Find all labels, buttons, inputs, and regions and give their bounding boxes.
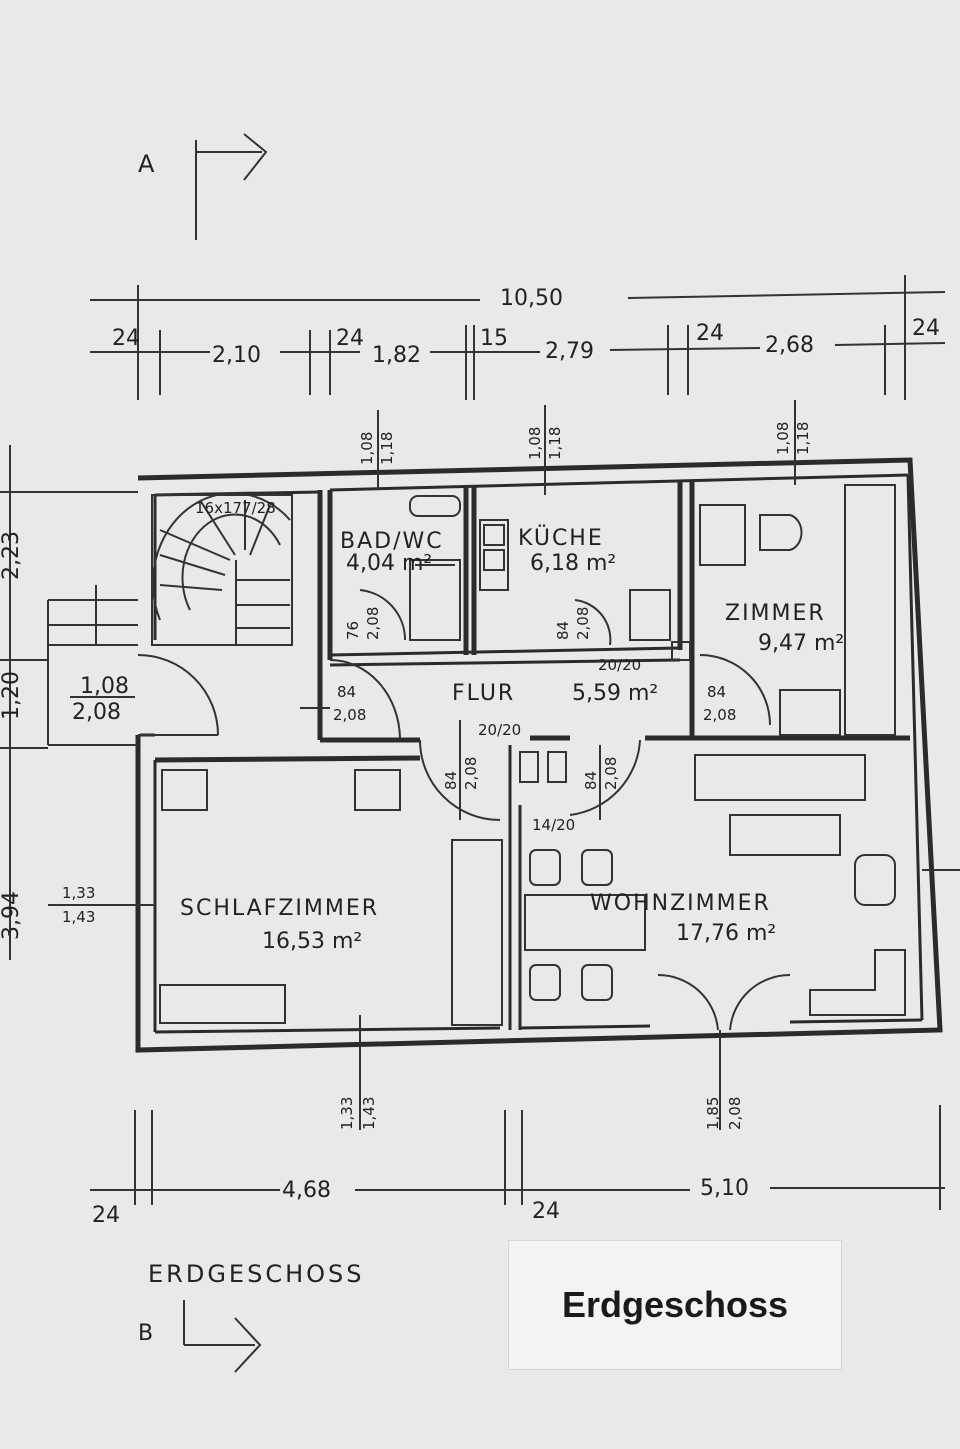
left-door-height: 2,08 bbox=[72, 700, 121, 725]
top-dimensions: 10,50 24 2,10 24 1,82 15 2,79 24 2,68 24 bbox=[90, 275, 946, 400]
dim-top-6: 2,79 bbox=[545, 339, 594, 364]
window-3-w: 1,08 bbox=[774, 422, 792, 455]
schlaf-window-left-w: 1,33 bbox=[62, 884, 95, 902]
stair-label: 16x177/28 bbox=[195, 499, 276, 517]
door-84-e-w: 84 bbox=[582, 771, 600, 790]
window-3-h: 1,18 bbox=[794, 422, 812, 455]
room-schlaf-area: 16,53 m² bbox=[262, 929, 362, 954]
door-76-w: 76 bbox=[344, 621, 362, 640]
zimmer-fixtures bbox=[699, 484, 896, 736]
wohnzimmer-fixtures bbox=[524, 754, 960, 1130]
dim-top-5: 15 bbox=[480, 326, 508, 351]
schlaf-window-h: 1,43 bbox=[360, 1097, 378, 1130]
section-marker-a: A bbox=[138, 133, 268, 240]
room-flur-area: 5,59 m² bbox=[572, 681, 658, 706]
opening-labels: 20/20 20/20 14/20 84 2,08 84 2,08 76 2,0… bbox=[62, 607, 744, 1130]
dim-bottom-4: 5,10 bbox=[700, 1176, 749, 1201]
bathroom-fixtures bbox=[359, 495, 461, 641]
wohn-door-h: 2,08 bbox=[726, 1097, 744, 1130]
caption-box: Erdgeschoss bbox=[508, 1240, 842, 1370]
door-84-c-w: 84 bbox=[554, 621, 572, 640]
dim-bottom-2: 4,68 bbox=[282, 1178, 331, 1203]
dim-bottom-1: 24 bbox=[92, 1203, 120, 1228]
wohn-door-w: 1,85 bbox=[704, 1097, 722, 1130]
door-84-d-h: 2,08 bbox=[462, 757, 480, 790]
left-dimensions: 2,23 1,20 3,94 bbox=[0, 445, 138, 960]
left-dim-2: 1,20 bbox=[0, 671, 24, 720]
room-bad-area: 4,04 m² bbox=[346, 551, 432, 576]
room-flur-name: FLUR bbox=[452, 681, 515, 706]
dim-top-8: 2,68 bbox=[765, 333, 814, 358]
top-windows: 1,08 1,18 1,08 1,18 1,08 1,18 bbox=[358, 400, 812, 495]
kitchen-fixtures bbox=[479, 519, 691, 661]
caption-label: Erdgeschoss bbox=[561, 1284, 789, 1325]
window-2-h: 1,18 bbox=[546, 427, 564, 460]
dim-top-7: 24 bbox=[696, 321, 724, 346]
door-84-b-h: 2,08 bbox=[703, 706, 736, 724]
room-zimmer-name: ZIMMER bbox=[725, 601, 826, 626]
left-door-width: 1,08 bbox=[80, 674, 129, 699]
bottom-dimensions: 24 4,68 24 5,10 bbox=[90, 1105, 945, 1228]
window-1-h: 1,18 bbox=[378, 432, 396, 465]
flur-vent-label-2: 20/20 bbox=[478, 721, 521, 739]
dim-top-3: 24 bbox=[336, 326, 364, 351]
dim-bottom-3: 24 bbox=[532, 1199, 560, 1224]
flur-vent-label: 20/20 bbox=[598, 656, 641, 674]
door-84-a-w: 84 bbox=[337, 683, 356, 701]
window-1-w: 1,08 bbox=[358, 432, 376, 465]
left-dim-3: 3,94 bbox=[0, 891, 24, 940]
schlafzimmer-fixtures bbox=[48, 769, 503, 1130]
room-labels: BAD/WC 4,04 m² KÜCHE 6,18 m² ZIMMER 9,47… bbox=[180, 525, 844, 954]
door-84-a-h: 2,08 bbox=[333, 706, 366, 724]
dim-top-9: 24 bbox=[912, 316, 940, 341]
window-2-w: 1,08 bbox=[526, 427, 544, 460]
door-84-b-w: 84 bbox=[707, 683, 726, 701]
door-84-e-h: 2,08 bbox=[602, 757, 620, 790]
dim-top-1: 24 bbox=[112, 326, 140, 351]
door-76-h: 2,08 bbox=[364, 607, 382, 640]
left-dim-1: 2,23 bbox=[0, 531, 24, 580]
room-bad-name: BAD/WC bbox=[340, 529, 444, 554]
room-wohn-name: WOHNZIMMER bbox=[590, 891, 771, 916]
plan-title: ERDGESCHOSS bbox=[148, 1260, 364, 1288]
schlaf-window-w: 1,33 bbox=[338, 1097, 356, 1130]
section-marker-b: B bbox=[138, 1300, 262, 1373]
door-84-d-w: 84 bbox=[442, 771, 460, 790]
room-zimmer-area: 9,47 m² bbox=[758, 631, 844, 656]
dim-top-4: 1,82 bbox=[372, 343, 421, 368]
room-kueche-area: 6,18 m² bbox=[530, 551, 616, 576]
staircase: 16x177/28 bbox=[151, 492, 293, 646]
section-marker-a-letter: A bbox=[138, 150, 155, 178]
wohn-vent-label: 14/20 bbox=[532, 816, 575, 834]
dim-top-2: 2,10 bbox=[212, 343, 261, 368]
room-schlaf-name: SCHLAFZIMMER bbox=[180, 896, 379, 921]
flur-doors bbox=[300, 659, 641, 821]
dim-total: 10,50 bbox=[500, 286, 563, 311]
room-kueche-name: KÜCHE bbox=[518, 525, 604, 551]
room-wohn-area: 17,76 m² bbox=[676, 921, 776, 946]
section-marker-b-letter: B bbox=[138, 1321, 153, 1346]
door-84-c-h: 2,08 bbox=[574, 607, 592, 640]
entrance: 1,08 2,08 bbox=[47, 585, 219, 746]
interior-walls bbox=[140, 480, 910, 1030]
schlaf-window-left-h: 1,43 bbox=[62, 908, 95, 926]
